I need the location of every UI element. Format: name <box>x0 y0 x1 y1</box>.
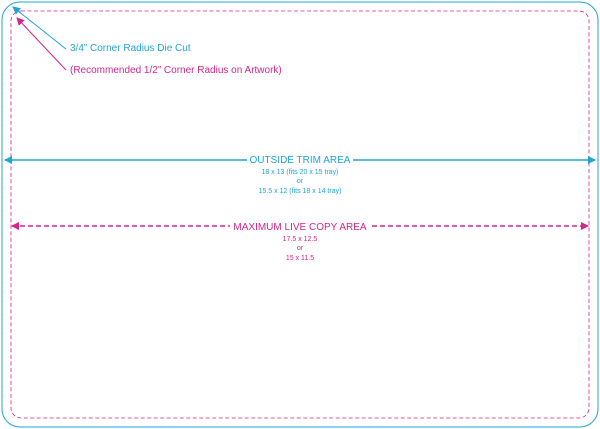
trim-size-1: 18 x 13 (fits 20 x 15 tray) <box>261 169 339 176</box>
trim-size-2: 15.5 x 12 (fits 18 x 14 tray) <box>258 188 342 195</box>
artwork-radius-leader-arrow <box>16 17 67 71</box>
trim-area-title: OUTSIDE TRIM AREA <box>246 155 354 166</box>
die-cut-leader-arrow <box>12 6 67 50</box>
trim-or: or <box>296 178 304 185</box>
artwork-radius-label: (Recommended 1/2” Corner Radius on Artwo… <box>70 65 282 76</box>
live-area-title-wrap: MAXIMUM LIVE COPY AREA <box>0 222 600 233</box>
die-cut-label: 3/4” Corner Radius Die Cut <box>70 43 191 54</box>
trim-area-title-wrap: OUTSIDE TRIM AREA <box>0 155 600 166</box>
live-copy-outline <box>10 10 590 419</box>
live-or: or <box>296 245 304 252</box>
live-size-1: 17.5 x 12.5 <box>282 236 318 243</box>
live-area-title: MAXIMUM LIVE COPY AREA <box>230 222 370 233</box>
live-size-2: 15 x 11.5 <box>285 255 315 262</box>
